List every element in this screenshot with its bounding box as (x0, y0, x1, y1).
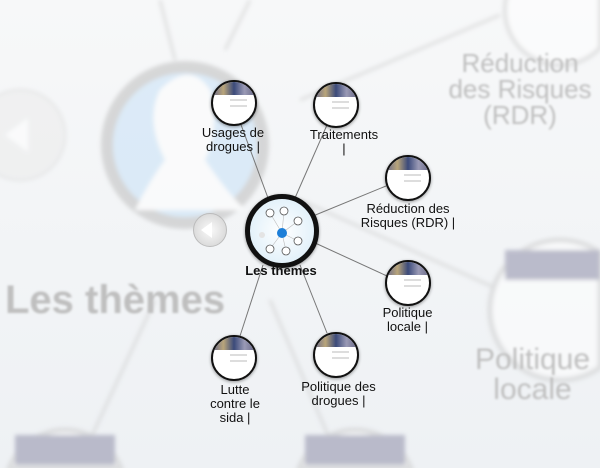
edge (239, 121, 269, 199)
node-reduction-des-risques[interactable] (385, 155, 431, 201)
faded-label: Les thèmes (5, 278, 226, 322)
node-traitements[interactable] (313, 82, 359, 128)
edges (239, 121, 388, 337)
node-politique-locale[interactable] (385, 260, 431, 306)
node-usages-de-drogues[interactable] (211, 80, 257, 126)
node-label[interactable]: Politique locale | (382, 305, 433, 334)
node-label[interactable]: Traitements | (309, 127, 379, 156)
node-label[interactable]: Lutte contre le sida | (210, 382, 260, 425)
faded-label: Politique locale (474, 343, 591, 406)
center-node[interactable] (245, 194, 319, 268)
node-politique-des-drogues[interactable] (313, 332, 359, 378)
edge (294, 124, 328, 199)
center-node-label: Les thèmes (245, 263, 317, 278)
node-label[interactable]: Usages de drogues | (201, 125, 265, 154)
node-lutte-contre-le-sida[interactable] (211, 335, 257, 381)
node-label[interactable]: Réduction des Risques (RDR) | (360, 201, 456, 230)
back-button[interactable] (193, 213, 227, 247)
edge (312, 241, 388, 277)
left-arrow-icon (201, 222, 212, 238)
edge (312, 185, 387, 217)
edge (239, 264, 264, 337)
mini-graph-icon (259, 206, 303, 256)
faded-label: Réduction des Risques (RDR) (448, 48, 592, 130)
edge (299, 264, 328, 334)
node-label[interactable]: Politique des drogues | (301, 379, 376, 408)
